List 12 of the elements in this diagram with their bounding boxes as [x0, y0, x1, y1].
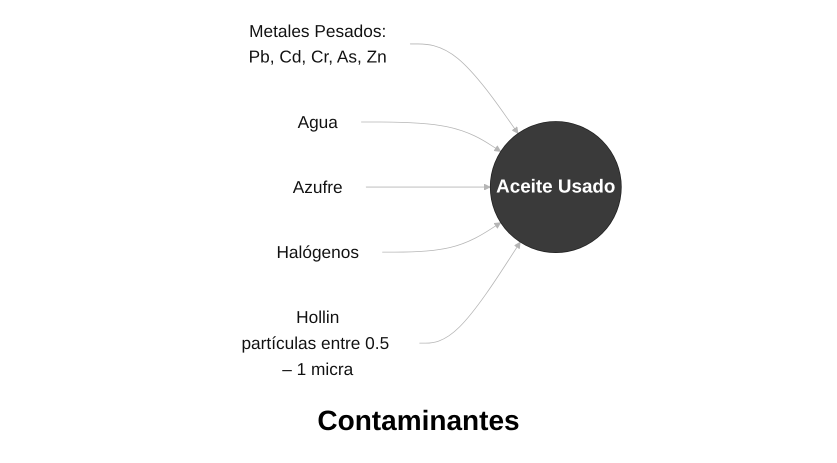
node-circle: Aceite Usado: [490, 121, 622, 253]
node-text: Halógenos: [276, 242, 359, 262]
arrow: [419, 242, 521, 344]
node-text: Agua: [298, 112, 338, 132]
arrow: [360, 122, 502, 152]
caption: Contaminantes: [317, 404, 520, 438]
arrow: [382, 222, 502, 253]
node-text: Metales Pesados: Pb, Cd, Cr, As, Zn: [248, 21, 387, 67]
arrow: [366, 184, 491, 190]
node-text: Hollin partículas entre 0.5 – 1 micra: [241, 307, 390, 379]
arrow: [410, 44, 518, 134]
node-text: Azufre: [292, 177, 343, 197]
